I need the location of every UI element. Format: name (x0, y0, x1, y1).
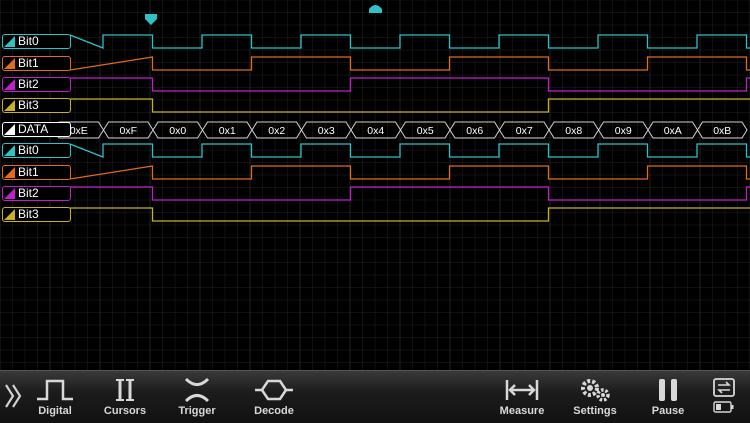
decode-button[interactable]: Decode (246, 371, 302, 423)
cursors-button-label: Cursors (103, 405, 147, 417)
channel-label-text: Bit2 (18, 77, 39, 91)
settings-button-label: Settings (573, 405, 617, 417)
trigger-button[interactable]: Trigger (172, 371, 222, 423)
decode-value: 0x3 (318, 125, 335, 137)
double-chevron-right-icon (5, 384, 22, 408)
channel-triangle-icon (4, 145, 15, 156)
decode-value: 0x8 (565, 125, 582, 137)
channel-label-bit1-bottom[interactable]: Bit1 (2, 165, 71, 180)
gears-icon (581, 379, 610, 402)
decode-value: 0x9 (615, 125, 632, 137)
waveform-trace-bit2 (70, 186, 750, 201)
decode-label-text: DATA (18, 122, 49, 136)
decode-value: 0xE (70, 125, 88, 137)
waveform-trace-bit3 (70, 98, 750, 113)
decode-value: 0x5 (417, 125, 434, 137)
channel-triangle-icon (4, 36, 15, 47)
channel-label-text: Bit0 (18, 143, 39, 157)
waveform-trace-bit0 (69, 34, 750, 49)
waveform-trace-bit0 (69, 143, 750, 158)
expand-toolbar-button[interactable] (2, 381, 24, 411)
measure-button-label: Measure (499, 405, 545, 417)
decode-value: 0x7 (516, 125, 533, 137)
digital-button-label: Digital (38, 405, 72, 417)
decode-segment (696, 121, 748, 139)
decode-value: 0xF (119, 125, 137, 137)
decode-value: 0x4 (367, 125, 384, 137)
waveform-trace-bit1 (69, 56, 750, 71)
channel-triangle-icon (4, 167, 15, 178)
digital-button[interactable]: Digital (30, 371, 80, 423)
decode-value: 0xA (664, 125, 682, 137)
channel-label-text: Bit2 (18, 186, 39, 200)
decode-label-data[interactable]: DATA (2, 122, 71, 137)
waveform-plot[interactable]: 0xE 0xF 0x0 0x1 0x2 0x3 0x4 0x5 0x6 0x7 0x8 0x9 0xA 0… (0, 0, 750, 370)
channel-label-bit1-top[interactable]: Bit1 (2, 56, 71, 71)
channel-triangle-icon (4, 209, 15, 220)
channel-triangle-icon (4, 100, 15, 111)
pause-button[interactable]: Pause (646, 371, 690, 423)
connection-icon (713, 378, 735, 397)
trigger-button-label: Trigger (178, 405, 216, 417)
channel-label-text: Bit1 (18, 165, 39, 179)
channel-label-bit3-top[interactable]: Bit3 (2, 98, 71, 113)
channel-label-text: Bit1 (18, 56, 39, 70)
trigger-position-marker (145, 14, 157, 25)
settings-button[interactable]: Settings (568, 371, 622, 423)
decode-value: 0xB (713, 125, 731, 137)
connection-button[interactable] (708, 371, 740, 423)
waveform-trace-bit1 (69, 165, 750, 180)
battery-icon (713, 401, 734, 413)
channel-triangle-icon (4, 79, 15, 90)
channel-triangle-icon (4, 188, 15, 199)
digital-pulse-icon (37, 379, 73, 401)
decode-value: 0x0 (169, 125, 186, 137)
bottom-toolbar: Digital Cursors Trigger Decode (0, 370, 750, 423)
pause-button-label: Pause (651, 405, 685, 417)
channel-label-bit2-top[interactable]: Bit2 (2, 77, 71, 92)
time-reference-marker (369, 5, 382, 13)
channel-label-text: Bit0 (18, 34, 39, 48)
decode-value: 0x2 (268, 125, 285, 137)
cursors-button[interactable]: Cursors (100, 371, 150, 423)
decode-value: 0x6 (466, 125, 483, 137)
waveform-trace-bit2 (70, 77, 750, 92)
waveform-display[interactable]: 0xE 0xF 0x0 0x1 0x2 0x3 0x4 0x5 0x6 0x7 0x8 0x9 0xA 0… (0, 0, 750, 370)
channel-triangle-icon (4, 124, 15, 135)
channel-label-bit2-bottom[interactable]: Bit2 (2, 186, 71, 201)
channel-label-bit0-bottom[interactable]: Bit0 (2, 143, 71, 158)
channel-triangle-icon (4, 58, 15, 69)
measure-button[interactable]: Measure (496, 371, 548, 423)
channel-label-text: Bit3 (18, 207, 39, 221)
channel-label-text: Bit3 (18, 98, 39, 112)
measure-icon (505, 380, 539, 400)
cursors-icon (116, 379, 134, 401)
decode-value: 0x1 (219, 125, 236, 137)
channel-label-bit0-top[interactable]: Bit0 (2, 34, 71, 49)
decode-button-label: Decode (254, 405, 294, 417)
channel-label-bit3-bottom[interactable]: Bit3 (2, 207, 71, 222)
waveform-trace-bit3 (70, 207, 750, 222)
trigger-icon (184, 377, 210, 403)
pause-icon (659, 379, 677, 401)
decode-icon (255, 379, 293, 401)
